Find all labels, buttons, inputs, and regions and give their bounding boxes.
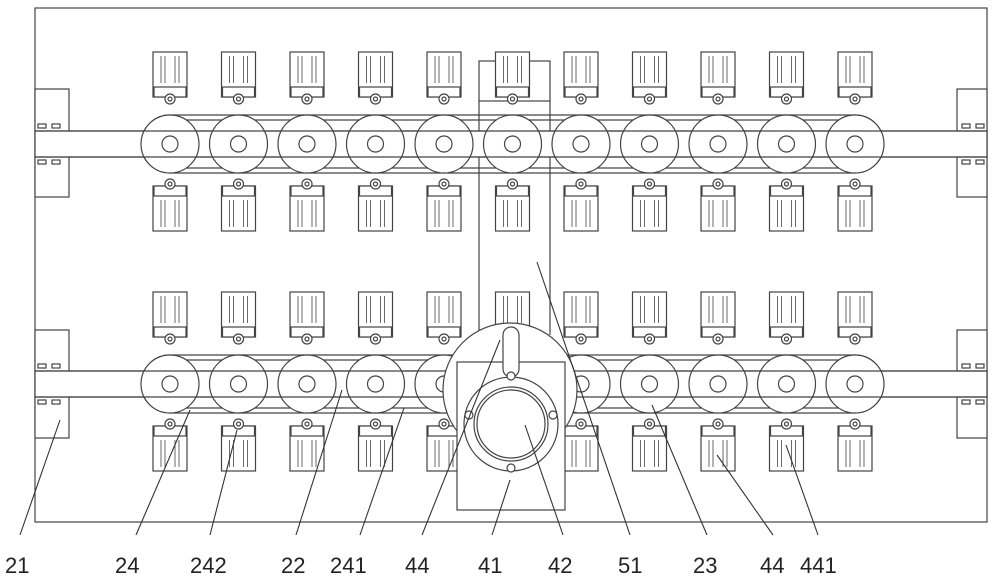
pin-icon xyxy=(782,419,792,429)
pin-icon xyxy=(234,94,244,104)
label-44-right: 44 xyxy=(760,553,784,578)
label-242: 242 xyxy=(190,553,227,578)
reference-labels: 21 24 242 22 241 44 41 42 51 23 44 441 xyxy=(5,553,837,578)
label-23: 23 xyxy=(693,553,717,578)
pin-icon xyxy=(645,94,655,104)
pin-icon xyxy=(508,179,518,189)
flange-42-outer xyxy=(464,377,558,471)
pin-icon xyxy=(508,94,518,104)
sprocket-23 xyxy=(210,355,268,413)
pin-icon xyxy=(645,334,655,344)
sprocket-23 xyxy=(826,355,884,413)
sprocket-23 xyxy=(415,115,473,173)
pin-icon xyxy=(782,179,792,189)
label-51: 51 xyxy=(618,553,642,578)
sprocket-23 xyxy=(758,115,816,173)
sprocket-23 xyxy=(621,115,679,173)
pin-icon xyxy=(302,179,312,189)
pin-icon xyxy=(713,179,723,189)
label-21: 21 xyxy=(5,553,29,578)
pin-icon xyxy=(850,419,860,429)
label-42: 42 xyxy=(548,553,572,578)
sprocket-23 xyxy=(484,115,542,173)
pin-icon xyxy=(234,334,244,344)
pin-icon xyxy=(713,334,723,344)
pin-icon xyxy=(302,419,312,429)
pin-icon xyxy=(234,419,244,429)
sprocket-23 xyxy=(278,115,336,173)
sprocket-23 xyxy=(278,355,336,413)
pin-icon xyxy=(850,334,860,344)
pin-icon xyxy=(234,179,244,189)
pin-icon xyxy=(371,334,381,344)
label-24: 24 xyxy=(115,553,139,578)
pin-icon xyxy=(645,419,655,429)
label-41: 41 xyxy=(478,553,502,578)
sprocket-23 xyxy=(210,115,268,173)
sprocket-23 xyxy=(552,115,610,173)
motor-assembly xyxy=(443,323,577,510)
label-241: 241 xyxy=(330,553,367,578)
pin-icon xyxy=(302,334,312,344)
sprocket-23 xyxy=(141,115,199,173)
pin-icon xyxy=(371,419,381,429)
label-22: 22 xyxy=(281,553,305,578)
pin-icon xyxy=(439,94,449,104)
sprocket-23 xyxy=(758,355,816,413)
pin-icon xyxy=(782,94,792,104)
sprocket-23 xyxy=(689,355,747,413)
sprocket-23 xyxy=(689,115,747,173)
pin-icon xyxy=(165,419,175,429)
pin-icon xyxy=(713,419,723,429)
pin-icon xyxy=(850,94,860,104)
sprocket-23 xyxy=(826,115,884,173)
clamp-row-upper xyxy=(35,52,987,231)
label-441: 441 xyxy=(800,553,837,578)
pin-icon xyxy=(439,179,449,189)
pin-icon xyxy=(439,334,449,344)
pin-icon xyxy=(439,419,449,429)
pin-icon xyxy=(782,334,792,344)
pin-icon xyxy=(371,179,381,189)
pin-icon xyxy=(302,94,312,104)
sprocket-23 xyxy=(141,355,199,413)
label-44-left: 44 xyxy=(405,553,429,578)
pin-icon xyxy=(713,94,723,104)
sprocket-23 xyxy=(621,355,679,413)
pin-icon xyxy=(576,334,586,344)
pin-icon xyxy=(165,334,175,344)
sprocket-23 xyxy=(347,115,405,173)
pin-icon xyxy=(165,94,175,104)
pin-icon xyxy=(576,419,586,429)
pin-icon xyxy=(645,179,655,189)
pin-icon xyxy=(576,94,586,104)
pin-icon xyxy=(850,179,860,189)
pin-icon xyxy=(371,94,381,104)
sprocket-23 xyxy=(347,355,405,413)
pin-icon xyxy=(576,179,586,189)
pin-icon xyxy=(165,179,175,189)
